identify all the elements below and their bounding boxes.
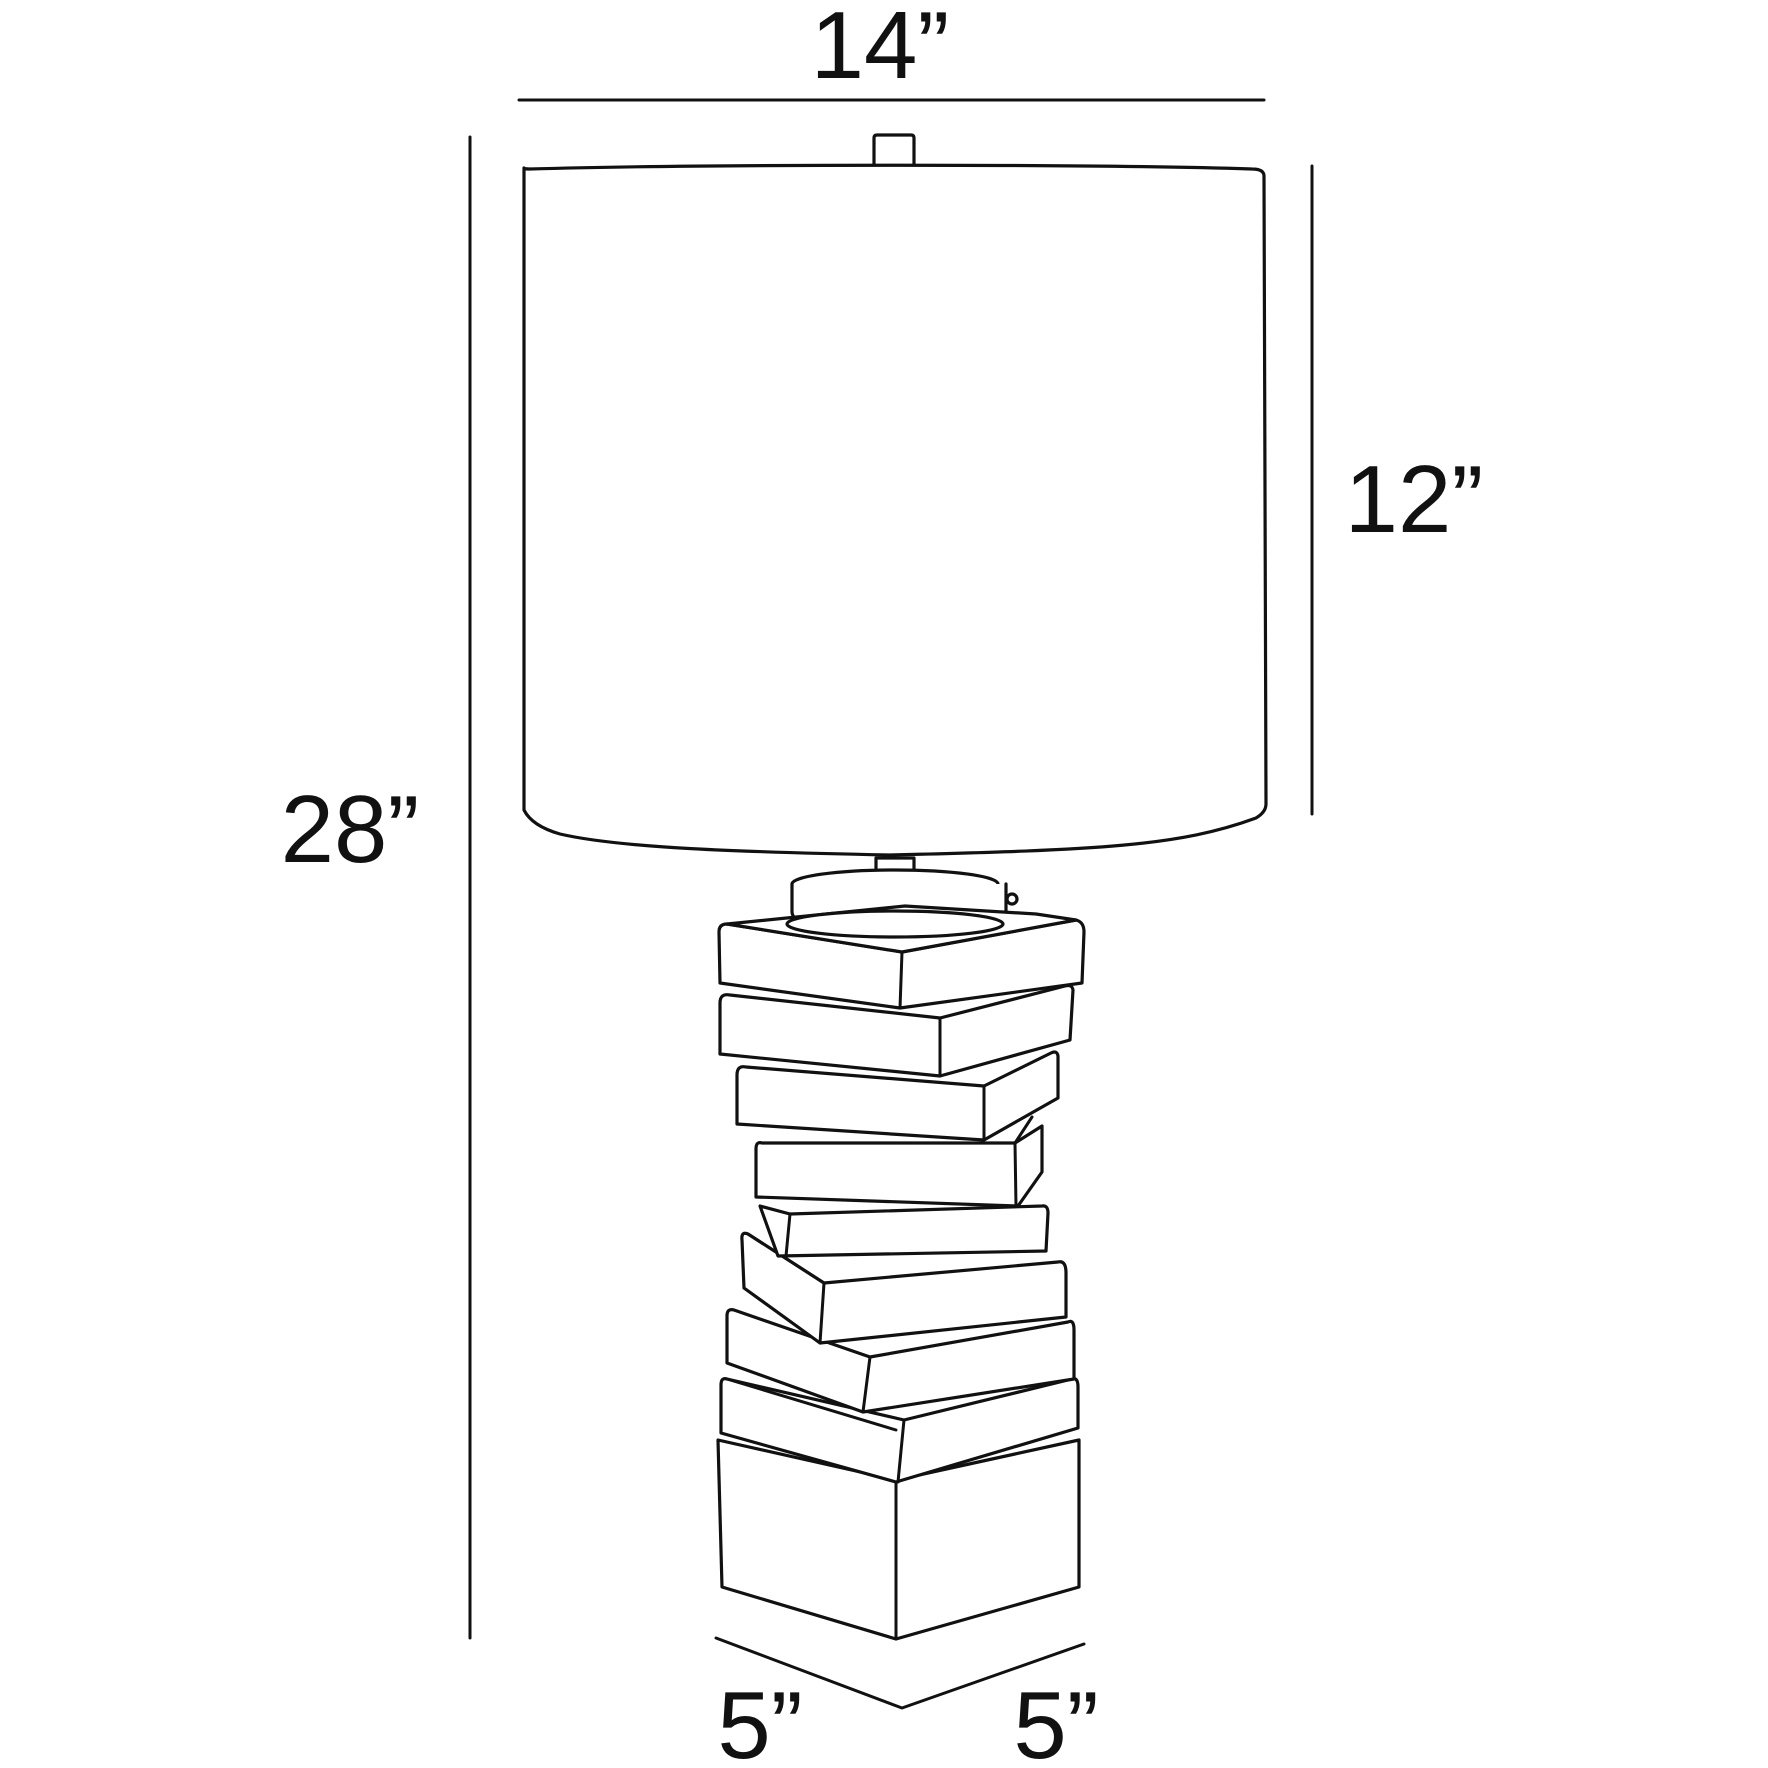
switch-knob	[1005, 892, 1019, 906]
block-4	[754, 1115, 1044, 1208]
block-8	[719, 1377, 1080, 1484]
base-depth-right-label: 5”	[1013, 1672, 1098, 1768]
finial	[872, 133, 916, 169]
block-6	[740, 1231, 1068, 1345]
block-2	[718, 983, 1075, 1078]
shade-height-label: 12”	[1345, 446, 1484, 553]
lamp-shade	[522, 163, 1268, 857]
block-1-top	[717, 904, 1086, 1010]
shade-width-label: 14”	[811, 0, 950, 99]
base-depth-dimension-line	[714, 1636, 1086, 1710]
base-depth-left-label: 5”	[717, 1672, 802, 1768]
overall-height-label: 28”	[281, 776, 420, 883]
block-5	[758, 1204, 1050, 1258]
block-3	[735, 1050, 1060, 1142]
block-7	[725, 1308, 1076, 1414]
